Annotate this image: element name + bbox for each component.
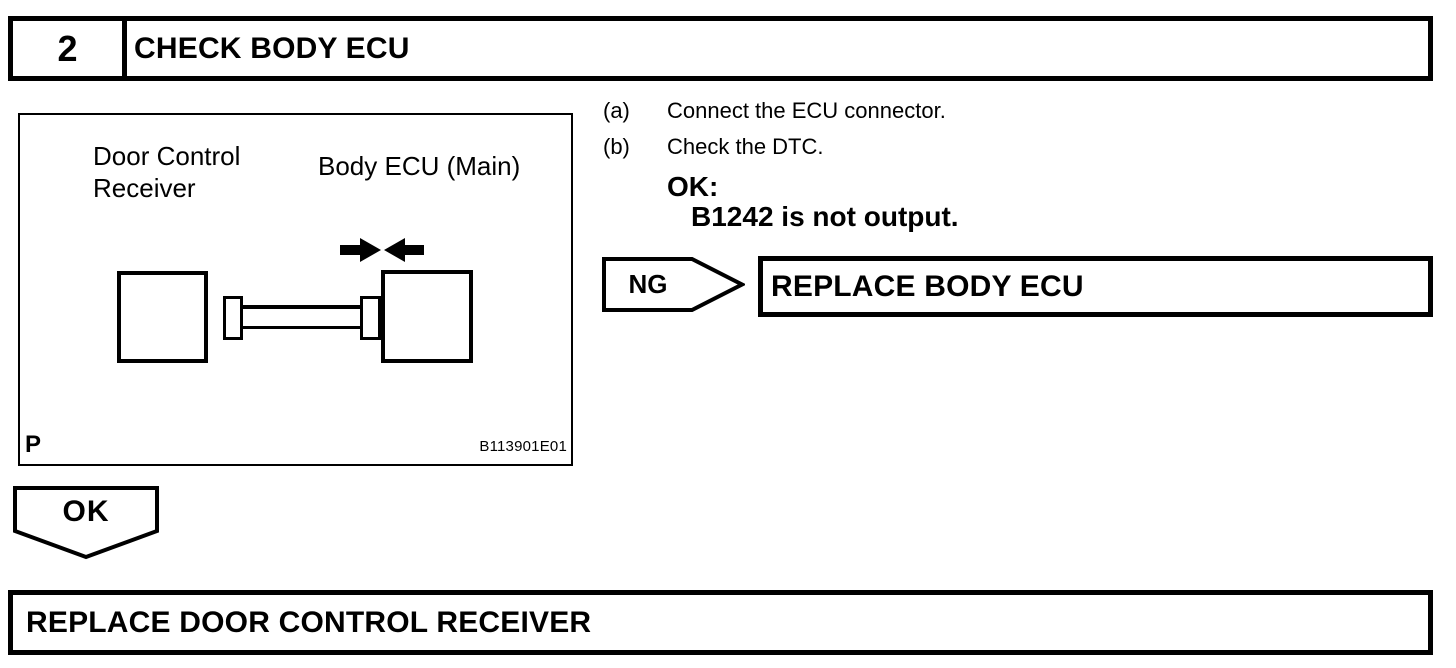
arrow-head	[384, 238, 405, 262]
figure-box: Door Control Receiver Body ECU (Main) P …	[18, 113, 573, 466]
instruction-item-a: (a) Connect the ECU connector.	[603, 96, 946, 126]
arrow-shaft	[404, 245, 424, 255]
instruction-text: Connect the ECU connector.	[667, 98, 946, 123]
ng-action-box: REPLACE BODY ECU	[758, 256, 1433, 317]
instruction-marker: (a)	[603, 98, 630, 123]
figure-label-line1: Door Control	[93, 141, 241, 171]
ng-action-text: REPLACE BODY ECU	[771, 269, 1084, 303]
ok-label: OK	[62, 495, 110, 528]
step-number: 2	[13, 21, 127, 76]
figure-label-door-control-receiver: Door Control Receiver	[93, 140, 240, 204]
ok-action-box: REPLACE DOOR CONTROL RECEIVER	[8, 590, 1433, 655]
cable-shape	[243, 305, 360, 329]
press-arrow-left-icon	[384, 238, 424, 262]
figure-id: B113901E01	[479, 438, 567, 455]
figure-label-body-ecu: Body ECU (Main)	[318, 151, 521, 181]
ng-connector: NG	[602, 257, 745, 313]
step-header: 2 CHECK BODY ECU	[8, 16, 1433, 81]
figure-label-line2: Receiver	[93, 173, 196, 203]
ok-action-text: REPLACE DOOR CONTROL RECEIVER	[26, 605, 592, 639]
instruction-text: Check the DTC.	[667, 134, 824, 159]
ok-connector: OK	[13, 486, 159, 560]
step-title: CHECK BODY ECU	[134, 31, 410, 65]
figure-corner-mark: P	[25, 431, 42, 458]
connector-left-shape	[223, 296, 243, 340]
ng-label: NG	[628, 269, 668, 299]
arrow-shaft	[340, 245, 361, 255]
ok-criteria-label: OK:	[667, 171, 719, 202]
ok-pentagon-icon	[13, 486, 159, 560]
instruction-item-b: (b) Check the DTC.	[603, 132, 824, 162]
press-arrow-right-icon	[340, 238, 381, 262]
connector-right-shape	[360, 296, 381, 340]
arrow-head	[360, 238, 381, 262]
ng-pentagon-icon	[602, 257, 745, 312]
body-ecu-shape	[381, 270, 473, 363]
door-control-receiver-shape	[117, 271, 208, 363]
ok-criteria-condition: B1242 is not output.	[691, 201, 959, 232]
instruction-marker: (b)	[603, 134, 630, 159]
